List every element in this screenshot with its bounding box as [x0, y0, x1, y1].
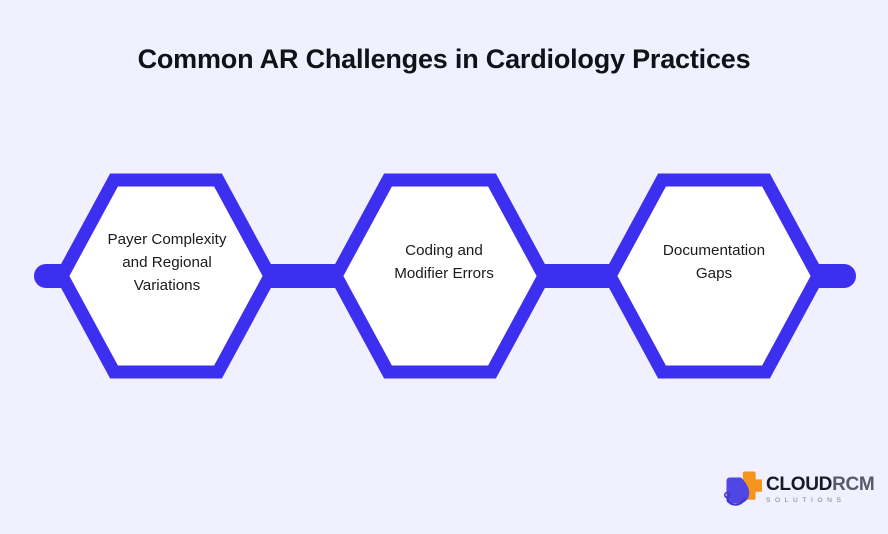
logo-word-rcm: RCM [832, 473, 875, 495]
diagram-svg: .hexOutline { fill: none; stroke: #3c2ff… [34, 173, 856, 379]
hexagon-node-2-fill [336, 180, 544, 372]
page-title: Common AR Challenges in Cardiology Pract… [137, 44, 751, 74]
hexagon-node-1[interactable] [54, 173, 278, 379]
hexagon-node-2[interactable] [328, 173, 552, 379]
hexagon-node-1-outline [54, 173, 278, 379]
cloudrcm-solutions-logo[interactable]: CLOUDRCM SOLUTIONS [718, 466, 875, 514]
droplet-icon [726, 477, 750, 504]
logo-wordmark: CLOUDRCM [766, 473, 875, 495]
cloudrcm-mark-icon [724, 471, 762, 506]
hexagon-node-1-fill [62, 180, 270, 372]
cross-icon [735, 471, 762, 500]
hexagon-chain-diagram: .hexOutline { fill: none; stroke: #3c2ff… [0, 160, 888, 392]
stethoscope-tube-icon [726, 494, 746, 506]
hexagon-node-3-outline [602, 173, 826, 379]
logo-text-block: CLOUDRCM SOLUTIONS [766, 473, 875, 506]
logo-word-cloud: CLOUD [766, 473, 833, 495]
hexagon-node-3-fill [610, 180, 818, 372]
hexagon-node-3[interactable] [602, 173, 826, 379]
stethoscope-ring-icon [724, 491, 731, 499]
logo-tagline: SOLUTIONS [766, 496, 846, 504]
hexagon-node-2-outline [328, 173, 552, 379]
